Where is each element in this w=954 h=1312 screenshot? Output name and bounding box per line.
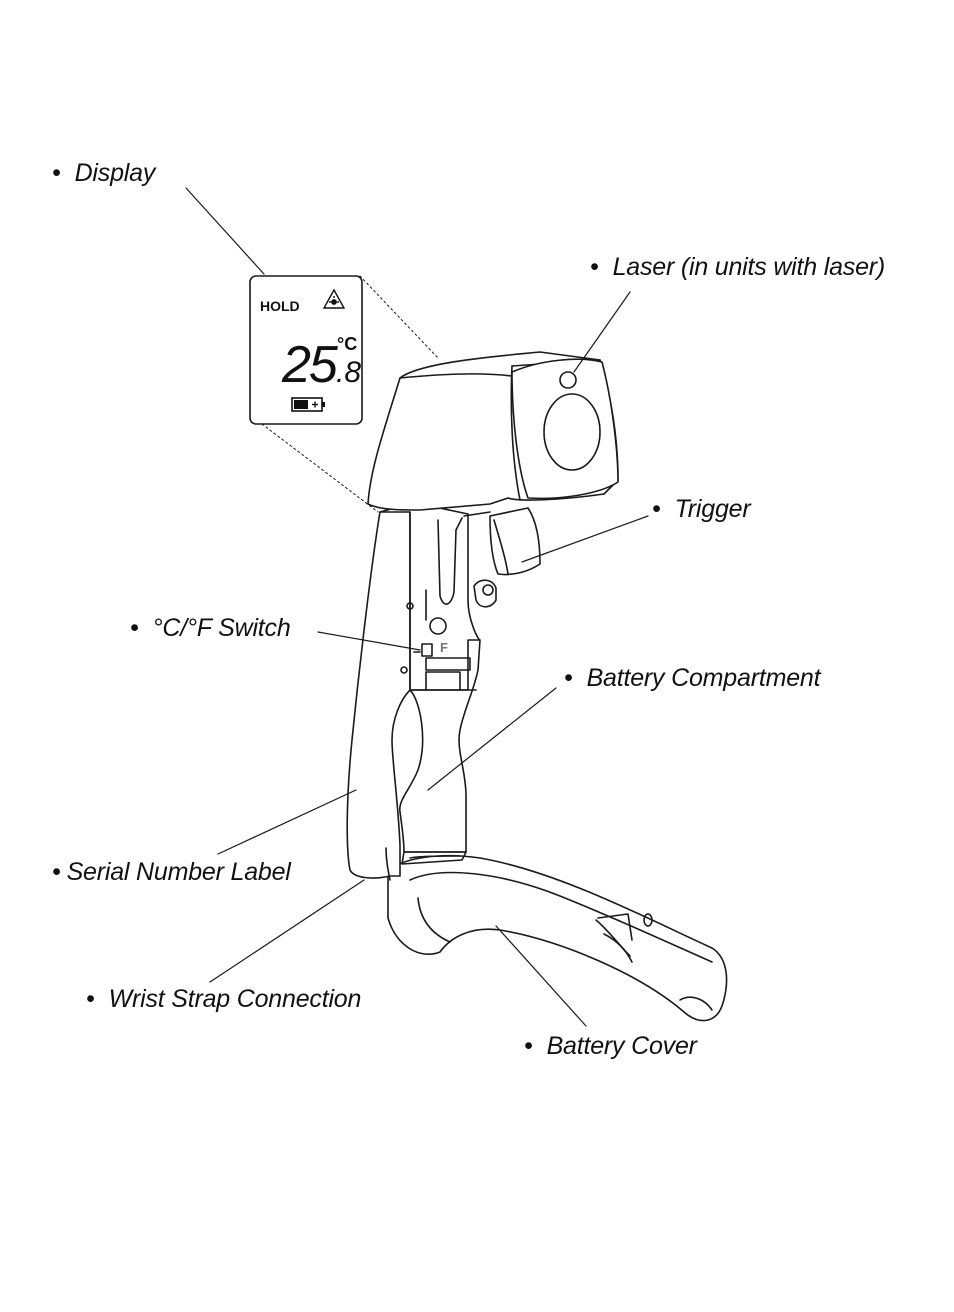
- bullet-icon: •: [86, 985, 95, 1013]
- callout-wrist-strap-label: Wrist Strap Connection: [108, 985, 362, 1013]
- trigger: [463, 507, 541, 576]
- callout-switch-label: °C/°F Switch: [152, 614, 291, 642]
- callout-battery-compartment-label: Battery Compartment: [586, 664, 821, 692]
- bullet-icon: •: [564, 664, 573, 692]
- cf-switch: [413, 643, 471, 671]
- callout-serial-label: •Serial Number Label: [52, 857, 291, 887]
- lcd-unit: °C: [337, 334, 357, 354]
- battery-cover: [387, 854, 728, 1022]
- laser-warning-icon: [322, 288, 346, 309]
- bullet-icon: •: [590, 253, 599, 281]
- callout-trigger-label: Trigger: [674, 495, 751, 523]
- lcd-reading-main: 25: [281, 336, 339, 394]
- bullet-icon: •: [652, 495, 661, 523]
- callout-trigger: • Trigger: [652, 494, 751, 524]
- laser-aperture: [559, 371, 577, 389]
- bullet-icon: •: [52, 159, 61, 187]
- callout-serial-label-text: Serial Number Label: [66, 858, 291, 886]
- callout-battery-cover: • Battery Cover: [524, 1031, 697, 1061]
- battery-compartment: [399, 639, 481, 865]
- lcd-reading-decimal: .8: [336, 356, 361, 389]
- callout-laser-label: Laser (in units with laser): [612, 253, 886, 281]
- bullet-icon: •: [130, 614, 139, 642]
- low-battery-icon: [291, 397, 325, 412]
- callout-switch: • °C/°F Switch: [130, 613, 291, 643]
- lens-panel: [511, 358, 619, 500]
- lcd-hold-text: HOLD: [260, 298, 300, 314]
- leader-lines: [185, 187, 649, 1027]
- callout-battery-compartment: • Battery Compartment: [564, 663, 821, 693]
- display-inset: [249, 275, 363, 425]
- bullet-icon: •: [52, 858, 61, 886]
- trigger-guard: [400, 505, 497, 674]
- callout-laser: • Laser (in units with laser): [590, 252, 885, 282]
- lcd-contents: HOLD 25 .8 °C: [260, 288, 361, 412]
- callout-wrist-strap: • Wrist Strap Connection: [86, 984, 361, 1014]
- bullet-icon: •: [524, 1032, 533, 1060]
- callout-display-label: Display: [74, 159, 156, 187]
- zoom-lines: [261, 275, 439, 513]
- switch-f-marking: F: [440, 640, 448, 655]
- callout-battery-cover-label: Battery Cover: [546, 1032, 697, 1060]
- callout-display: • Display: [52, 158, 155, 188]
